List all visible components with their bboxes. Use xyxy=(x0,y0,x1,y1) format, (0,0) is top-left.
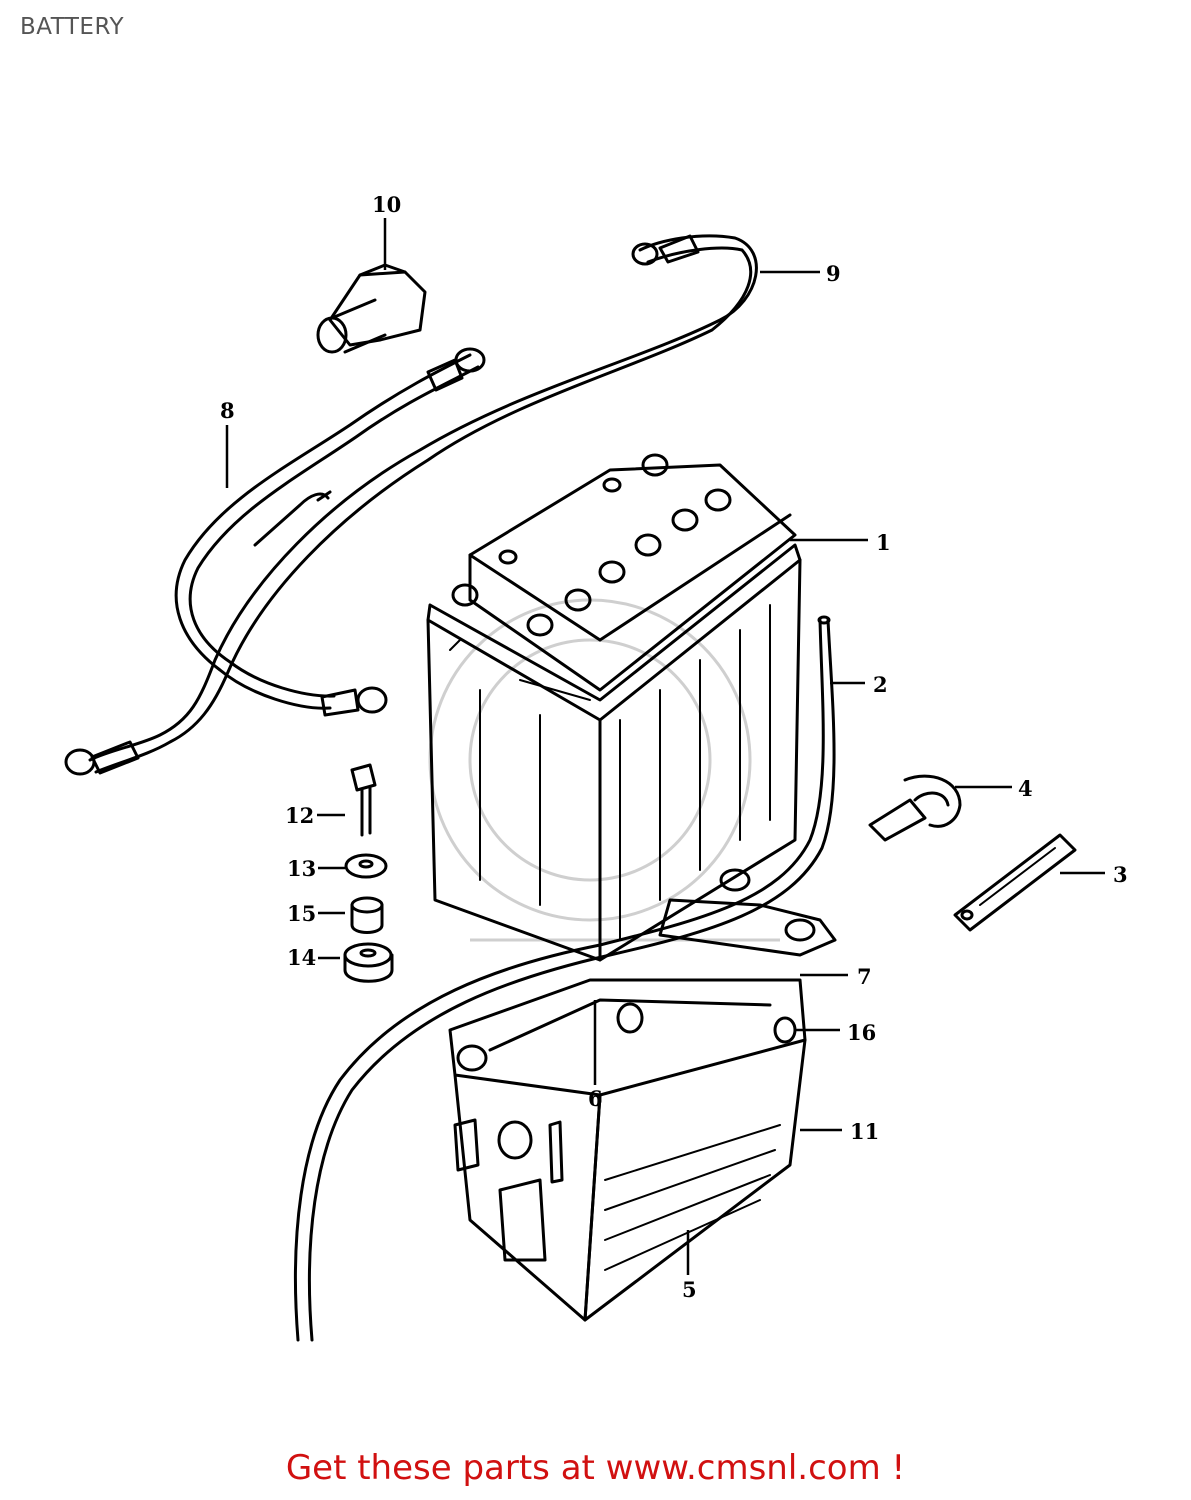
callout-10: 10 xyxy=(372,192,401,217)
battery-case-part xyxy=(448,978,807,1322)
diagram-title: BATTERY xyxy=(20,14,125,40)
callout-1: 1 xyxy=(876,530,891,555)
callout-7: 7 xyxy=(857,964,872,989)
callout-numbers: 1 2 3 4 5 6 7 8 9 10 11 12 13 14 15 16 xyxy=(220,192,1128,1302)
callout-12: 12 xyxy=(285,803,314,828)
callout-2: 2 xyxy=(873,672,888,697)
callout-4: 4 xyxy=(1018,776,1033,801)
spacer-part xyxy=(350,896,384,934)
callout-9: 9 xyxy=(826,261,841,286)
negative-cable-part xyxy=(174,347,486,717)
cushion-rubber-part xyxy=(343,942,394,983)
callout-15: 15 xyxy=(287,901,316,926)
callout-6: 6 xyxy=(588,1086,603,1111)
breather-tube-part xyxy=(293,615,836,1342)
holder-plate-part xyxy=(658,868,837,957)
callout-11: 11 xyxy=(850,1119,879,1144)
positive-cable-part xyxy=(64,234,758,776)
callout-14: 14 xyxy=(287,945,316,970)
bolt-part xyxy=(350,763,377,837)
callout-8: 8 xyxy=(220,398,235,423)
strap-part xyxy=(953,833,1077,932)
callout-16: 16 xyxy=(847,1020,876,1045)
clamp-part xyxy=(868,774,962,842)
callout-5: 5 xyxy=(682,1277,697,1302)
callout-13: 13 xyxy=(287,856,316,881)
battery-part xyxy=(426,453,802,962)
callout-3: 3 xyxy=(1113,862,1128,887)
cmsnl-parts-link[interactable]: Get these parts at www.cmsnl.com ! xyxy=(285,1448,906,1488)
washer-part xyxy=(344,853,388,879)
terminal-cap-part xyxy=(316,263,427,354)
leader-lines xyxy=(225,218,1105,1275)
